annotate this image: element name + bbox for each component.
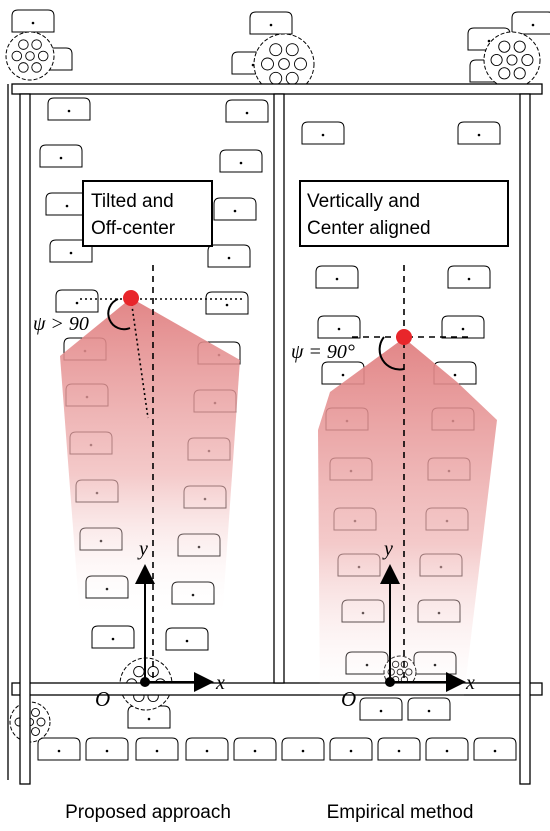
crate — [185, 737, 229, 761]
panel-right: Vertically and Center aligned ψ = 90° y … — [291, 180, 509, 823]
crate — [205, 291, 249, 315]
top-rail — [11, 83, 543, 95]
origin-label-left: O — [95, 687, 110, 711]
origin-label-right: O — [341, 687, 356, 711]
caption-left: Proposed approach — [65, 802, 231, 823]
crate — [91, 625, 135, 649]
crate — [317, 315, 361, 339]
right-post — [519, 93, 531, 785]
crate — [37, 737, 81, 761]
crate — [249, 11, 293, 35]
crate — [425, 737, 469, 761]
camera-dot-left — [123, 290, 139, 306]
label-box-right-line2: Center aligned — [307, 218, 431, 239]
camera-dot-right — [396, 329, 412, 345]
label-box-left-line2: Off-center — [91, 218, 176, 239]
crate — [11, 9, 55, 33]
crate — [55, 289, 99, 313]
angle-arc-right — [378, 336, 405, 371]
angle-label-left: ψ > 90 — [33, 313, 89, 335]
crate — [511, 11, 550, 35]
crate — [219, 149, 263, 173]
crate — [47, 97, 91, 121]
crate — [135, 737, 179, 761]
crate — [165, 627, 209, 651]
gear-icon — [483, 31, 541, 89]
angle-arc-left — [107, 298, 131, 331]
gear-icon — [5, 31, 55, 81]
crate — [441, 315, 485, 339]
crate — [447, 265, 491, 289]
crate — [329, 737, 373, 761]
origin-dot-right — [385, 677, 395, 687]
crate — [39, 144, 83, 168]
crate — [207, 244, 251, 268]
y-axis-label-right: y — [382, 538, 393, 560]
crate — [45, 192, 89, 216]
left-post — [19, 93, 31, 785]
crate — [233, 737, 277, 761]
crate — [127, 705, 171, 729]
crate — [85, 737, 129, 761]
tilted-axis-line-left — [130, 298, 149, 419]
crate — [473, 737, 517, 761]
crate — [457, 121, 501, 145]
crate — [301, 121, 345, 145]
y-axis-label-left: y — [137, 538, 148, 560]
label-box-right-line1: Vertically and — [307, 191, 420, 212]
fov-cone-right — [318, 338, 497, 712]
caption-right: Empirical method — [327, 802, 474, 823]
crate — [281, 737, 325, 761]
crate — [225, 99, 269, 123]
panel-left: Tilted and Off-center ψ > 90 y x O Propo… — [33, 180, 245, 823]
label-box-left — [82, 180, 213, 247]
label-box-right — [299, 180, 509, 247]
origin-dot-left — [140, 677, 150, 687]
x-axis-label-right: x — [465, 672, 475, 694]
x-axis-label-left: x — [215, 672, 225, 694]
middle-post — [273, 93, 285, 684]
crate — [315, 265, 359, 289]
crate — [213, 197, 257, 221]
crate — [377, 737, 421, 761]
gear-icon — [253, 33, 315, 95]
crate — [321, 361, 365, 385]
angle-label-right: ψ = 90° — [291, 341, 355, 363]
fov-cone-left — [60, 298, 240, 620]
label-box-left-line1: Tilted and — [91, 191, 174, 212]
